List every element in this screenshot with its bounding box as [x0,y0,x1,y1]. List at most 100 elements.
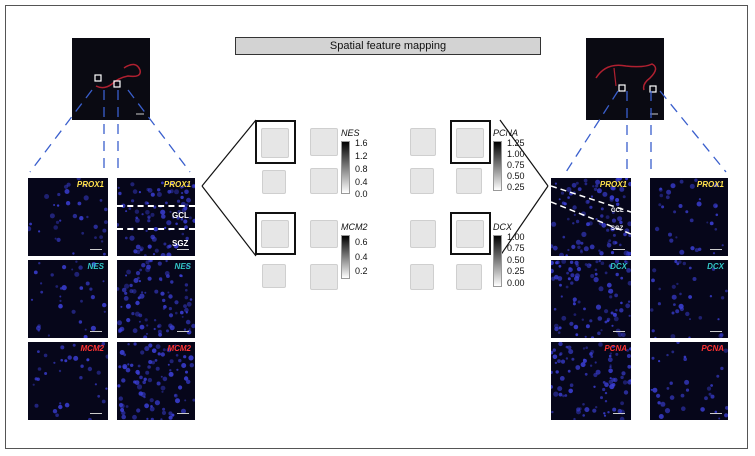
nuclei-stain [654,178,724,255]
nuclei-stain [650,260,728,338]
nuclei-stain [117,260,195,338]
mcm2-tick: 0.4 [355,252,368,262]
mcm2-slice-3 [262,264,286,288]
nuclei-stain [650,342,728,420]
right-micrograph-panel: PCNA [650,342,728,420]
scale-bar [177,413,189,414]
right-overview-image [586,38,664,120]
scale-bar [613,331,625,332]
sgz-boundary-line [117,228,195,230]
left-micrograph-panel: NES [28,260,108,338]
scale-bar [613,413,625,414]
dcx-tick: 0.75 [507,243,525,253]
left-micrograph-panel: MCM2 [28,342,108,420]
sgz-label: SGZ [611,226,624,232]
pcna-slice-3 [410,168,434,194]
dcx-tick: 0.00 [507,278,525,288]
nes-colorbar-title: NES [341,128,360,138]
pcna-tick: 0.75 [507,160,525,170]
pcna-tick: 1.00 [507,149,525,159]
scale-bar [90,331,102,332]
dcx-colorbar-title: DCX [493,222,513,232]
scale-bar [177,249,189,250]
scale-bar [177,331,189,332]
pcna-slice-4 [456,168,482,194]
gcl-boundary-line [117,205,195,207]
figure-title: Spatial feature mapping [235,37,541,55]
mcm2-colorbar-title: MCM2 [341,222,368,232]
nes-tick: 1.2 [355,151,368,161]
dcx-tick: 1.00 [507,232,525,242]
marker-label: PROX1 [76,180,104,189]
mcm2-colorbar [341,235,350,279]
scale-bar [90,413,102,414]
right-micrograph-panel: DCX [551,260,631,338]
dcx-colorbar [493,235,502,287]
pcna-colorbar-title: PCNA [493,128,519,138]
dcx-tick: 0.50 [507,255,525,265]
dcx-slice-3 [410,264,434,290]
nes-tick: 1.6 [355,138,368,148]
nuclei-stain [30,260,107,338]
nes-slice-2 [310,128,338,156]
right-micrograph-panel: DCX [650,260,728,338]
nuclei-stain [551,260,631,338]
pcna-tick: 1.25 [507,138,525,148]
right-micrograph-panel: PCNA [551,342,631,420]
marker-label: NES [87,262,104,271]
left-overview-image [72,38,150,120]
nes-tick: 0.8 [355,164,368,174]
marker-label: PROX1 [599,180,627,189]
mcm2-tick: 0.6 [355,237,368,247]
nuclei-stain [28,178,108,256]
nuclei-stain [32,342,108,420]
dcx-slice-1 [410,220,436,248]
marker-label: PCNA [701,344,724,353]
figure-frame [5,5,748,449]
marker-label: PROX1 [163,180,191,189]
gcl-label: GCL [611,208,624,214]
nuclei-stain [117,342,195,420]
pcna-slice-1 [410,128,436,156]
left-micrograph-panel: MCM2 [117,342,195,420]
marker-label: NES [174,262,191,271]
sgz-label: SGZ [172,239,189,248]
mcm2-slice-4 [310,264,338,290]
scale-bar [613,249,625,250]
dcx-slice-2 [456,220,484,248]
mcm2-slice-1 [261,220,289,248]
left-micrograph-panel: PROX1 [28,178,108,256]
mcm2-selected-slice-box [255,212,296,255]
layer-boundary-lines [551,185,631,235]
dcx-tick: 0.25 [507,266,525,276]
mcm2-slice-2 [310,220,338,248]
dcx-selected-slice-box [450,212,491,255]
marker-label: PROX1 [696,180,724,189]
pcna-slice-2 [456,128,484,158]
left-micrograph-panel: NES [117,260,195,338]
pcna-colorbar [493,141,502,191]
scale-bar [710,413,722,414]
mcm2-tick: 0.2 [355,266,368,276]
gcl-label: GCL [172,211,189,220]
marker-label: MCM2 [167,344,191,353]
marker-label: DCX [610,262,627,271]
nes-colorbar [341,141,350,194]
nes-selected-slice-box [255,120,296,164]
nes-tick: 0.0 [355,189,368,199]
dcx-slice-4 [456,264,482,290]
nes-slice-1 [261,128,289,158]
pcna-tick: 0.50 [507,171,525,181]
marker-label: PCNA [604,344,627,353]
pcna-selected-slice-box [450,120,491,164]
scale-bar [90,249,102,250]
nes-slice-4 [310,168,338,194]
scale-bar [710,331,722,332]
pcna-tick: 0.25 [507,182,525,192]
marker-label: MCM2 [80,344,104,353]
nes-slice-3 [262,170,286,194]
nes-tick: 0.4 [355,177,368,187]
